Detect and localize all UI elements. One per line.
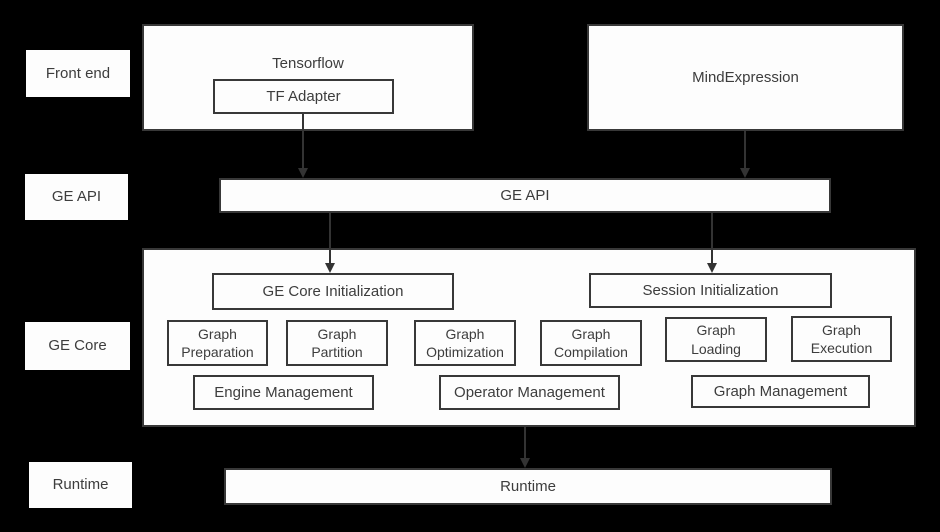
ge-api-bar: GE API <box>219 178 831 213</box>
node-session-initialization: Session Initialization <box>589 273 832 308</box>
arrow-tf-adapter-to-ge-api <box>297 114 309 178</box>
node-graph-partition: Graph Partition <box>286 320 388 366</box>
ge-core-box: GE Core Initialization Session Initializ… <box>142 248 916 427</box>
layer-label-runtime: Runtime <box>29 462 132 508</box>
tensorflow-label: Tensorflow <box>272 55 344 72</box>
arrow-ge-core-to-runtime <box>519 427 531 468</box>
node-graph-execution: Graph Execution <box>791 316 892 362</box>
node-graph-optimization: Graph Optimization <box>414 320 516 366</box>
layer-label-ge-core: GE Core <box>25 322 130 370</box>
arrow-ge-api-to-session-initialization <box>706 213 718 273</box>
arrow-mindexpression-to-ge-api <box>739 131 751 178</box>
mindexpression-box: MindExpression <box>587 24 904 131</box>
node-graph-compilation: Graph Compilation <box>540 320 642 366</box>
node-operator-management: Operator Management <box>439 375 620 410</box>
tensorflow-box: Tensorflow TF Adapter <box>142 24 474 131</box>
arrow-ge-api-to-ge-core-initialization <box>324 213 336 273</box>
layer-label-front-end: Front end <box>26 50 130 97</box>
node-graph-loading: Graph Loading <box>665 317 767 362</box>
node-graph-preparation: Graph Preparation <box>167 320 268 366</box>
node-engine-management: Engine Management <box>193 375 374 410</box>
node-ge-core-initialization: GE Core Initialization <box>212 273 454 310</box>
tf-adapter-box: TF Adapter <box>213 79 394 114</box>
layer-label-ge-api: GE API <box>25 174 128 220</box>
runtime-bar: Runtime <box>224 468 832 505</box>
node-graph-management: Graph Management <box>691 375 870 408</box>
